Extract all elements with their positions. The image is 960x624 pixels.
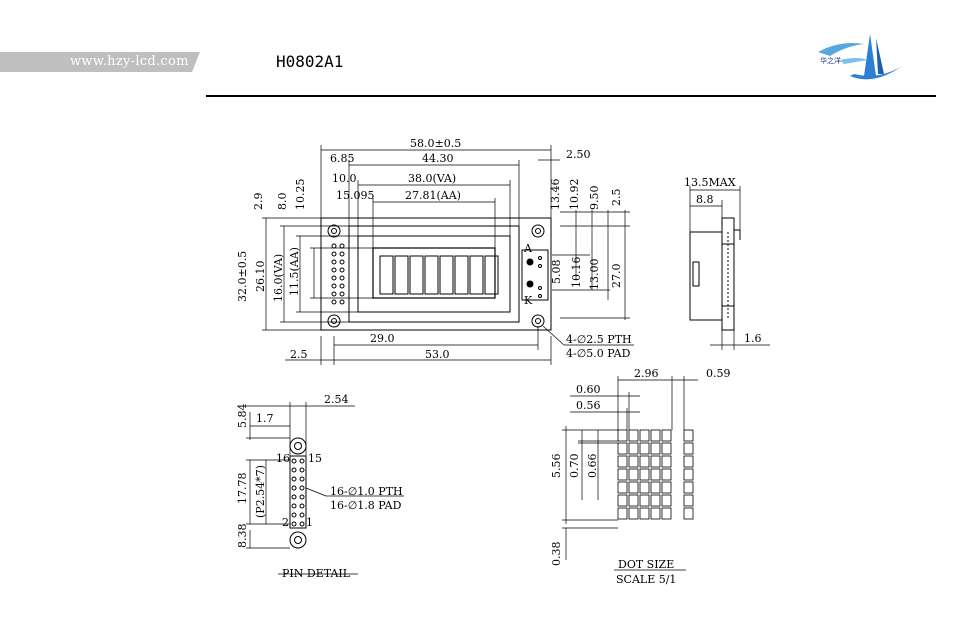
pin-1-label: 1 [306, 516, 313, 529]
front-pin-column [331, 243, 345, 305]
dim-pin-5-84: 5.84 [236, 404, 249, 429]
led-anode-label: A [523, 242, 533, 255]
dim-dot-char-gap: 0.59 [706, 367, 731, 380]
dim-overall-width: 58.0±0.5 [410, 137, 461, 150]
header-rule [206, 95, 936, 97]
dim-dot-pitch-h: 0.70 [568, 454, 581, 479]
pin-detail-drawing [289, 437, 307, 549]
company-logo-icon [818, 34, 902, 80]
dim-bottom-29-0: 29.0 [370, 332, 395, 345]
led-cathode-label: K [524, 294, 533, 307]
dim-pin-pitch: (P2.54*7) [254, 465, 267, 518]
dim-left-to-va: 10.0 [332, 172, 357, 185]
dim-dot-h: 0.66 [586, 454, 599, 479]
dim-right-offset: 2.50 [566, 148, 591, 161]
dim-dot-w: 0.56 [576, 399, 601, 412]
pin-detail-title: PIN DETAIL [282, 567, 351, 580]
dim-right-10-92: 10.92 [568, 179, 581, 211]
dim-left-to-bezel: 6.85 [330, 152, 355, 165]
dim-led-5-08: 5.08 [550, 260, 563, 285]
pin-15-label: 15 [308, 452, 322, 465]
dim-pin-2-54: 2.54 [324, 393, 349, 406]
side-view-outline [689, 217, 741, 331]
note-mount-pad: 4-∅5.0 PAD [566, 347, 631, 360]
dim-top-to-aa: 10.25 [294, 179, 307, 211]
dim-bezel-height: 26.10 [254, 261, 267, 293]
dim-aa-width: 27.81(AA) [405, 189, 461, 202]
dim-bottom-2-5: 2.5 [290, 348, 308, 361]
dim-right-9-50: 9.50 [588, 186, 601, 211]
dim-right-13-46: 13.46 [549, 179, 562, 211]
dim-dot-char-height: 5.56 [550, 454, 563, 479]
dim-va-height: 16.0(VA) [272, 254, 285, 302]
dim-side-8-8: 8.8 [696, 193, 714, 206]
dim-dot-pitch-w: 0.60 [576, 383, 601, 396]
pin-2-label: 2 [282, 516, 289, 529]
dim-side-1-6: 1.6 [744, 332, 762, 345]
dim-overall-height: 32.0±0.5 [236, 251, 249, 302]
dim-led-10-16: 10.16 [570, 257, 583, 289]
note-pin-pth: 16-∅1.0 PTH [330, 485, 403, 498]
front-view-outline [320, 217, 552, 331]
dot-size-scale: SCALE 5/1 [616, 573, 676, 586]
dim-bezel-width: 44.30 [422, 152, 454, 165]
note-pin-pad: 16-∅1.8 PAD [330, 499, 402, 512]
dim-pin-17-78: 17.78 [236, 473, 249, 505]
dot-matrix-drawing [617, 429, 694, 520]
website-url: www.hzy-lcd.com [70, 54, 189, 69]
dim-bottom-53-0: 53.0 [425, 348, 450, 361]
website-banner [0, 52, 200, 72]
dim-top-to-hole: 2.9 [252, 193, 265, 211]
dim-led-13-00: 13.00 [588, 259, 601, 291]
dim-dot-char-width: 2.96 [634, 367, 659, 380]
dim-va-width: 38.0(VA) [408, 172, 456, 185]
dot-size-title: DOT SIZE [618, 558, 674, 571]
dim-pin-1-7: 1.7 [256, 412, 274, 425]
dim-aa-height: 11.5(AA) [288, 247, 301, 296]
dim-side-max: 13.5MAX [684, 176, 736, 189]
character-cells [379, 255, 499, 295]
model-title: H0802A1 [276, 52, 344, 71]
dim-dot-cursor-gap: 0.38 [550, 542, 563, 567]
dim-top-to-va: 8.0 [276, 193, 289, 211]
dim-pin-8-38: 8.38 [236, 524, 249, 549]
pin-16-label: 16 [276, 452, 290, 465]
note-mount-pth: 4-∅2.5 PTH [566, 333, 632, 346]
dim-led-27-0: 27.0 [610, 264, 623, 289]
logo-subtitle: 华之洋 [820, 57, 841, 65]
dim-left-to-aa: 15.095 [336, 189, 375, 202]
dim-right-2-5: 2.5 [610, 189, 623, 207]
